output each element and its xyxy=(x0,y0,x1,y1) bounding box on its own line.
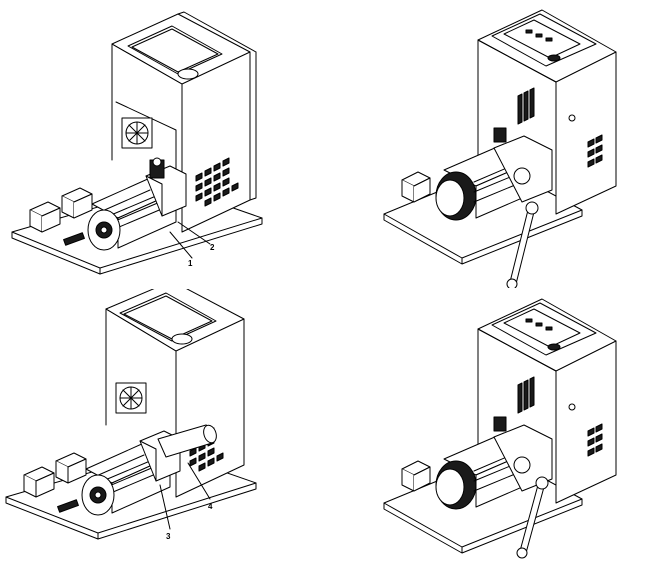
pump-fitting xyxy=(493,127,507,143)
pump-unit-drawing-open-2: 3 4 xyxy=(5,289,257,541)
inner-vents xyxy=(517,87,535,125)
callout-label-4: 4 xyxy=(208,502,213,511)
terminal-block xyxy=(57,499,79,513)
callout-line-3 xyxy=(159,484,171,530)
panel-bottom-right xyxy=(324,289,647,577)
transformer-1 xyxy=(23,472,55,498)
pump-fitting xyxy=(493,416,507,432)
side-vents xyxy=(587,423,603,457)
lock-icon xyxy=(568,114,576,122)
callout-line-1 xyxy=(169,231,193,259)
panel-bottom-left: 3 4 xyxy=(0,289,323,577)
panel-top-left: 1 2 xyxy=(0,0,323,288)
pump-unit-drawing-wrench-high xyxy=(383,298,617,559)
transformer-2 xyxy=(55,458,87,484)
callout-label-1: 1 xyxy=(188,259,193,268)
side-vents xyxy=(195,157,239,207)
callout-line-2 xyxy=(177,221,211,245)
control-knob-icon xyxy=(547,54,561,62)
pump-unit-drawing-open: 1 2 xyxy=(11,11,263,275)
callout-line-4 xyxy=(187,462,211,500)
callout-label-2: 2 xyxy=(210,243,215,252)
inner-vents xyxy=(517,376,535,414)
port-hole xyxy=(177,68,199,80)
terminal-block xyxy=(63,232,85,246)
control-knob-icon xyxy=(547,343,561,351)
callout-label-3: 3 xyxy=(166,532,171,541)
panel-top-right xyxy=(324,0,647,288)
pump-unit-drawing-wrench-low xyxy=(383,9,617,288)
side-vents xyxy=(587,134,603,168)
lock-icon xyxy=(568,403,576,411)
